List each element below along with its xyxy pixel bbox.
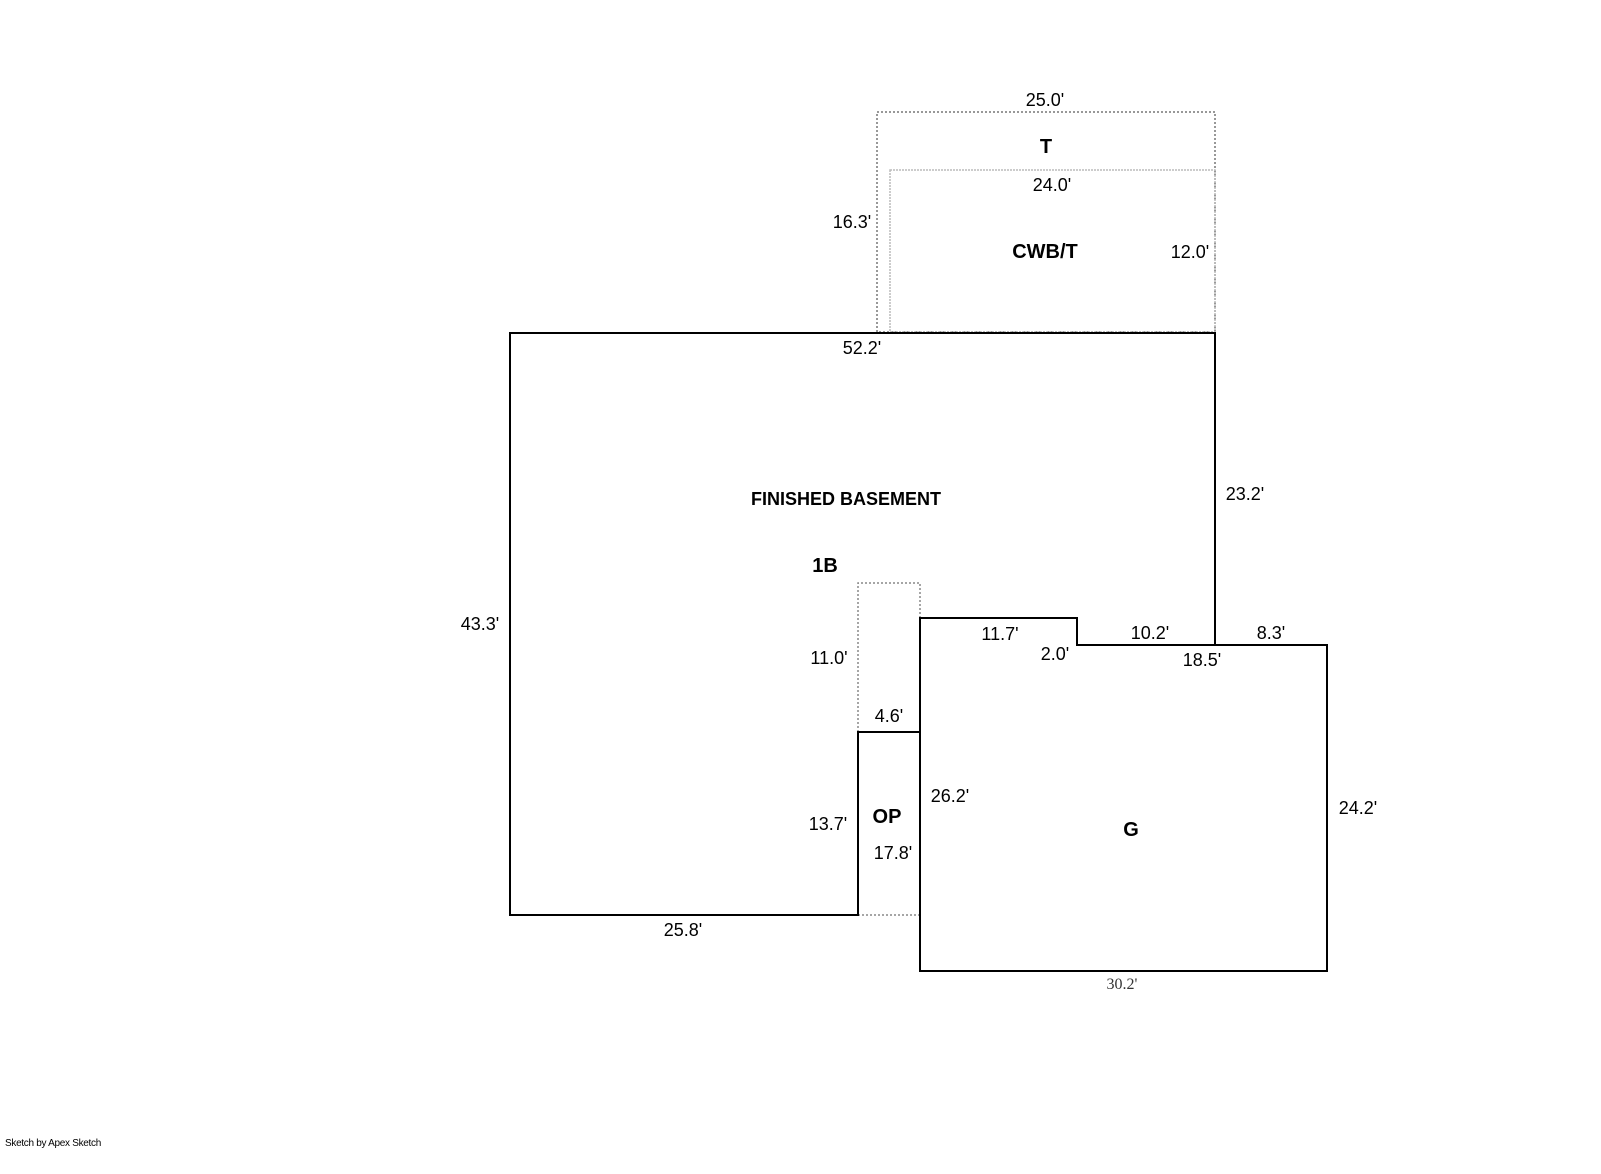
dim-g-top-total: 18.5' xyxy=(1183,650,1221,670)
dim-op-left: 13.7' xyxy=(809,814,847,834)
dim-g-top-mid: 10.2' xyxy=(1131,623,1169,643)
dim-op-top: 4.6' xyxy=(875,706,903,726)
dim-dotted-left: 11.0' xyxy=(810,648,847,668)
area-label-op: OP xyxy=(873,806,902,828)
dim-t-left: 16.3' xyxy=(833,212,871,232)
garage-outline xyxy=(919,617,1328,972)
dim-main-bottom: 25.8' xyxy=(664,920,702,940)
dim-g-top-right: 8.3' xyxy=(1257,623,1285,643)
dim-op-right: 17.8' xyxy=(874,843,912,863)
dotted-passage-outline xyxy=(857,582,921,732)
dim-main-right: 23.2' xyxy=(1226,484,1264,504)
dim-g-left: 26.2' xyxy=(931,786,969,806)
dim-g-step: 2.0' xyxy=(1041,644,1069,664)
area-label-finished-basement: FINISHED BASEMENT xyxy=(751,489,941,509)
dim-cwb-right: 12.0' xyxy=(1171,242,1209,262)
dim-cwb-top: 24.0' xyxy=(1033,175,1071,195)
area-label-g: G xyxy=(1123,819,1139,841)
level-label: 1B xyxy=(812,555,838,577)
dim-g-top-left: 11.7' xyxy=(981,624,1018,644)
area-label-t: T xyxy=(1040,136,1052,158)
dim-main-left: 43.3' xyxy=(461,614,499,634)
dim-g-bottom: 30.2' xyxy=(1107,976,1138,993)
dim-t-top: 25.0' xyxy=(1026,90,1064,110)
finished-basement-outline xyxy=(509,332,1216,916)
footer-credit: Sketch by Apex Sketch xyxy=(5,1138,101,1149)
dim-main-top: 52.2' xyxy=(843,338,881,358)
dim-g-right: 24.2' xyxy=(1339,798,1377,818)
area-label-cwb-t: CWB/T xyxy=(1012,241,1078,263)
